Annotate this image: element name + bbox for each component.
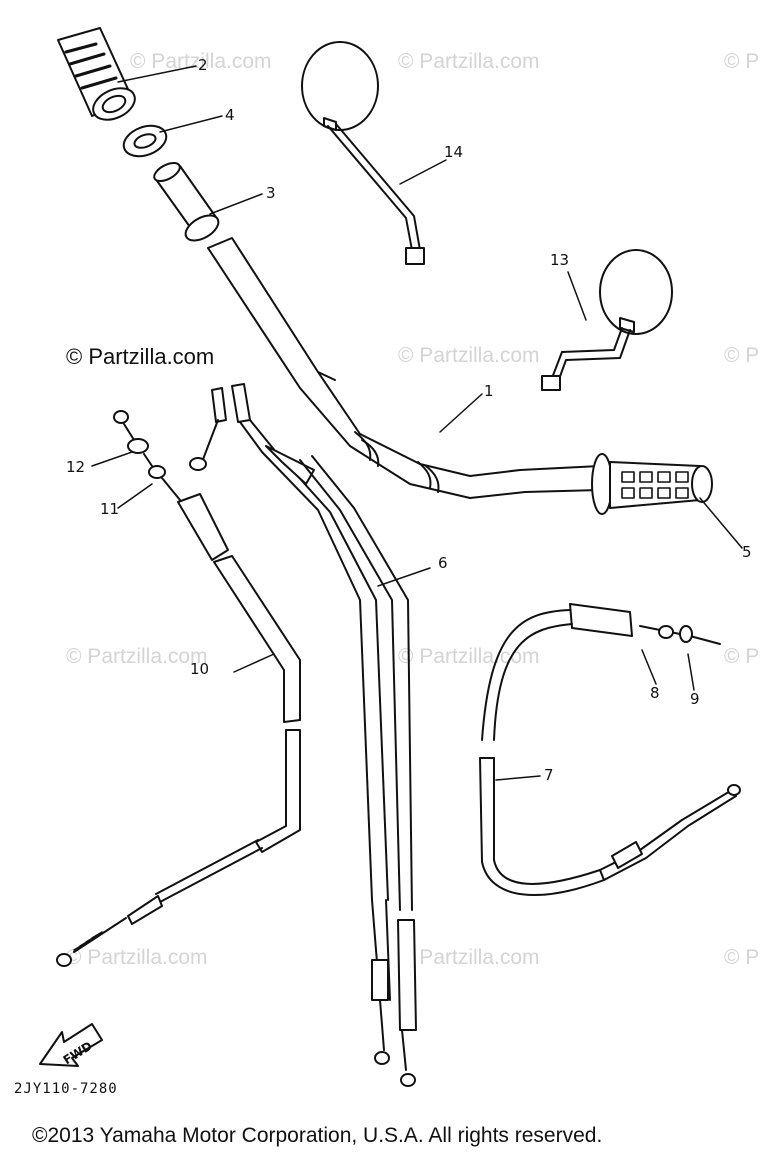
clutch-cable	[56, 410, 301, 967]
handlebar	[207, 237, 601, 499]
cable-7	[479, 603, 741, 896]
watermark: © Partzilla.com	[130, 50, 272, 73]
bar-end-collar	[153, 161, 220, 242]
watermark: © P	[724, 50, 760, 73]
right-mirror	[541, 249, 673, 391]
watermark: © P	[724, 645, 760, 668]
callout-1: 1	[484, 382, 494, 400]
callout-10: 10	[190, 660, 210, 678]
callout-4: 4	[225, 106, 235, 124]
watermark: © Partzilla.com	[66, 645, 208, 668]
fwd-arrow-icon	[39, 1023, 103, 1067]
right-grip	[591, 453, 713, 515]
callout-7: 7	[544, 766, 554, 784]
callout-6: 6	[438, 554, 448, 572]
watermark: © Partzilla.com	[398, 645, 540, 668]
copyright-notice: ©2013 Yamaha Motor Corporation, U.S.A. A…	[32, 1124, 603, 1147]
callout-2: 2	[198, 56, 208, 74]
left-mirror	[301, 41, 425, 265]
callout-14: 14	[444, 143, 464, 161]
callout-3: 3	[266, 184, 276, 202]
watermark: © Partzilla.com	[398, 946, 540, 969]
left-grip	[57, 27, 136, 121]
watermark: © P	[724, 344, 760, 367]
callout-5: 5	[742, 543, 752, 561]
callout-13: 13	[550, 251, 570, 269]
washer	[122, 124, 168, 158]
watermark: © Partzilla.com	[398, 50, 540, 73]
diagram-code: 2JY110-7280	[14, 1081, 118, 1097]
callout-leaders	[91, 65, 743, 781]
callout-11: 11	[100, 500, 120, 518]
callout-9: 9	[690, 690, 700, 708]
watermark: © Partzilla.com	[66, 946, 208, 969]
throttle-cables	[189, 383, 417, 1087]
watermark: © Partzilla.com	[398, 344, 540, 367]
callout-8: 8	[650, 684, 660, 702]
watermark-dark: © Partzilla.com	[66, 344, 215, 369]
callout-12: 12	[66, 458, 86, 476]
watermark: © P	[724, 946, 760, 969]
